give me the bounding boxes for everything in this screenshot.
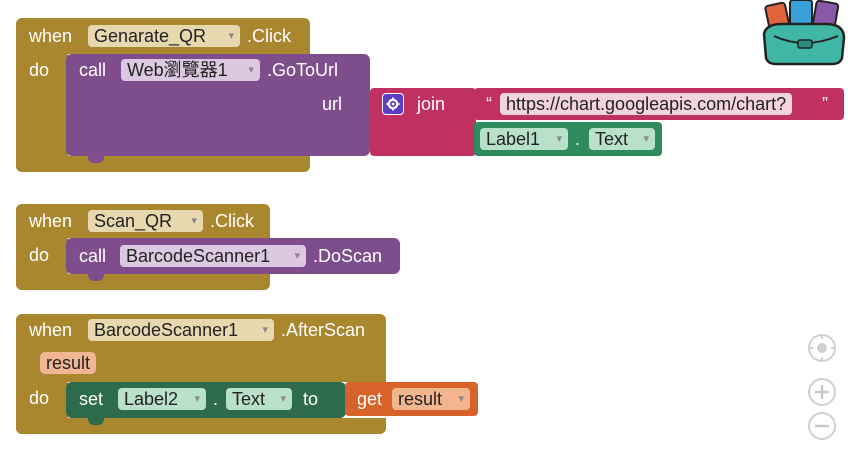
- event-name: .Click: [247, 26, 291, 46]
- backpack-glyph: [762, 0, 846, 66]
- crosshair-icon[interactable]: [808, 334, 836, 362]
- component-dropdown[interactable]: Scan_QR ▾: [88, 210, 203, 232]
- chevron-down-icon: ▾: [228, 30, 234, 42]
- method-name: .DoScan: [313, 246, 383, 266]
- block-notch: [88, 418, 104, 425]
- do-label: do: [29, 388, 50, 408]
- web-component-dropdown[interactable]: Web瀏覽器1 ▾: [121, 59, 260, 81]
- url-arg-label: url: [322, 94, 343, 114]
- chevron-down-icon: ▾: [280, 393, 286, 405]
- variable-name: result: [398, 389, 443, 409]
- component-name: Label1: [486, 129, 541, 149]
- chevron-down-icon: ▾: [262, 324, 268, 336]
- component-dropdown[interactable]: BarcodeScanner1 ▾: [88, 319, 274, 341]
- chevron-down-icon: ▾: [458, 393, 464, 405]
- do-label: do: [29, 60, 50, 80]
- when-label: when: [29, 211, 73, 231]
- join-label: join: [417, 94, 446, 114]
- backpack-icon[interactable]: [760, 0, 848, 68]
- method-name: .GoToUrl: [267, 60, 339, 80]
- plus-glyph: [815, 385, 829, 399]
- block-notch: [88, 156, 104, 163]
- property-dropdown[interactable]: Text ▾: [226, 388, 292, 410]
- do-label: do: [29, 245, 50, 265]
- variable-dropdown[interactable]: result ▾: [392, 388, 470, 410]
- property-dropdown[interactable]: Text ▾: [589, 128, 655, 150]
- get-label: get: [357, 389, 383, 409]
- minus-glyph: [815, 424, 829, 428]
- chevron-down-icon: ▾: [643, 133, 649, 145]
- to-label: to: [303, 389, 319, 409]
- when-label: when: [29, 320, 73, 340]
- param-result[interactable]: result: [40, 352, 97, 374]
- component-name: BarcodeScanner1: [126, 246, 271, 266]
- label1-dropdown[interactable]: Label1 ▾: [480, 128, 568, 150]
- when-label: when: [29, 26, 73, 46]
- event-footer[interactable]: [16, 418, 386, 434]
- quote-open: “: [486, 94, 492, 114]
- component-name: Scan_QR: [94, 211, 173, 231]
- set-label: set: [79, 389, 104, 409]
- call-label: call: [79, 60, 107, 80]
- call-label: call: [79, 246, 107, 266]
- chevron-down-icon: ▾: [556, 133, 562, 145]
- component-name: Genarate_QR: [94, 26, 207, 46]
- property-name: Text: [595, 129, 629, 149]
- chevron-down-icon: ▾: [294, 250, 300, 262]
- event-left-bar[interactable]: [16, 314, 68, 434]
- component-name: Web瀏覽器1: [127, 60, 228, 80]
- property-name: Text: [232, 389, 266, 409]
- dot-separator: .: [575, 129, 581, 149]
- event-left-bar[interactable]: [16, 18, 68, 172]
- scanner-component-dropdown[interactable]: BarcodeScanner1 ▾: [120, 245, 306, 267]
- event-footer[interactable]: [16, 156, 310, 172]
- event-footer[interactable]: [16, 274, 270, 290]
- chevron-down-icon: ▾: [191, 215, 197, 227]
- component-name: BarcodeScanner1: [94, 320, 239, 340]
- chevron-down-icon: ▾: [194, 393, 200, 405]
- component-name: Label2: [124, 389, 179, 409]
- component-dropdown[interactable]: Genarate_QR ▾: [88, 25, 240, 47]
- label2-dropdown[interactable]: Label2 ▾: [118, 388, 206, 410]
- dot-separator: .: [213, 389, 219, 409]
- minus-icon[interactable]: [808, 412, 836, 440]
- set-label2-text-block[interactable]: [66, 382, 346, 418]
- chevron-down-icon: ▾: [248, 64, 254, 76]
- block-notch: [88, 274, 104, 281]
- event-name: .AfterScan: [281, 320, 366, 340]
- gear-glyph: [386, 97, 400, 111]
- plus-icon[interactable]: [808, 378, 836, 406]
- text-value-field[interactable]: https://chart.googleapis.com/chart?: [500, 93, 793, 115]
- event-name: .Click: [210, 211, 254, 231]
- quote-close: ”: [822, 94, 828, 114]
- crosshair-glyph: [810, 336, 834, 360]
- gear-icon[interactable]: [382, 93, 404, 115]
